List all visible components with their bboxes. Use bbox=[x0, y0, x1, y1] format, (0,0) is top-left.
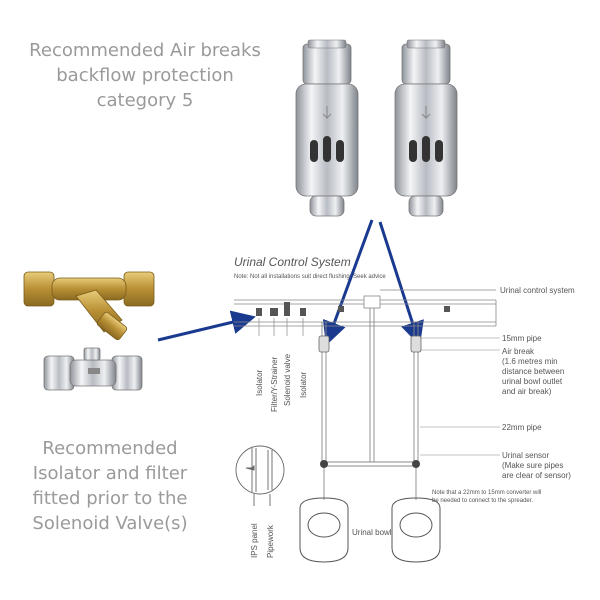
schematic-air-break-left bbox=[318, 335, 330, 353]
caption-line: Isolator and filter bbox=[32, 463, 188, 484]
caption-line: Solenoid Valve(s) bbox=[32, 513, 188, 534]
label-converter-note: Note that a 22mm to 15mm converter will … bbox=[432, 490, 541, 504]
label-line: (Make sure pipes bbox=[502, 461, 563, 470]
label-strainer: Filter/Y-Strainer bbox=[270, 356, 279, 412]
diagram-note: Note: Not all installations suit direct … bbox=[234, 274, 386, 280]
label-solenoid: Solenoid valve bbox=[283, 353, 292, 406]
supply-valves bbox=[256, 302, 450, 316]
y-strainer bbox=[23, 271, 155, 341]
label-leaders bbox=[420, 337, 500, 456]
label-line: and air break) bbox=[502, 387, 552, 396]
caption-line: backflow protection bbox=[56, 65, 234, 86]
diagram-title: Urinal Control System bbox=[234, 255, 351, 269]
arrow-to-isolator bbox=[157, 310, 256, 342]
arrow-to-air-break-left bbox=[322, 219, 374, 346]
valve-leaders bbox=[258, 318, 304, 336]
caption-line: Recommended Air breaks bbox=[29, 40, 261, 61]
air-break-valve-left bbox=[295, 39, 359, 217]
label-line: Urinal sensor bbox=[502, 451, 549, 460]
schematic-air-break-right bbox=[410, 335, 422, 353]
label-line: are clear of sensor) bbox=[502, 471, 571, 480]
sensor-right bbox=[412, 460, 420, 468]
label-line: be needed to connect to the spreader. bbox=[432, 498, 533, 504]
air-breaks-caption: Recommended Air breaks backflow protecti… bbox=[10, 38, 280, 113]
air-break-valve-right bbox=[394, 39, 458, 217]
urinal-bowl-right bbox=[391, 497, 441, 563]
caption-line: category 5 bbox=[96, 90, 194, 111]
label-control-system: Urinal control system bbox=[500, 286, 575, 295]
label-22mm-pipe: 22mm pipe bbox=[502, 423, 542, 432]
caption-line: Recommended bbox=[42, 438, 178, 459]
isolator-valve bbox=[43, 347, 143, 391]
label-ips-panel: IPS panel bbox=[250, 523, 259, 558]
label-line: Note that a 22mm to 15mm converter will bbox=[432, 490, 541, 496]
arrow-to-air-break-right bbox=[378, 221, 424, 346]
label-urinal-bowl: Urinal bowl bbox=[352, 528, 392, 537]
sensor-left bbox=[320, 460, 328, 468]
label-air-break: Air break (1.6 metres min distance betwe… bbox=[502, 347, 564, 396]
label-isolator-2: Isolator bbox=[299, 371, 308, 398]
label-urinal-sensor: Urinal sensor (Make sure pipes are clear… bbox=[502, 451, 571, 480]
label-pipework: Pipework bbox=[266, 524, 275, 558]
label-isolator-1: Isolator bbox=[255, 369, 264, 396]
label-line: Air break bbox=[502, 347, 535, 356]
label-line: distance between bbox=[502, 367, 564, 376]
ips-panel-detail bbox=[235, 445, 285, 506]
isolator-filter-caption: Recommended Isolator and filter fitted p… bbox=[10, 436, 210, 536]
label-line: urinal bowl outlet bbox=[502, 377, 563, 386]
label-line: (1.6 metres min bbox=[502, 357, 558, 366]
ceiling-panel bbox=[234, 289, 497, 327]
label-15mm-pipe: 15mm pipe bbox=[502, 334, 542, 343]
pipework-lines bbox=[321, 308, 419, 500]
urinal-bowl-left bbox=[299, 497, 349, 563]
caption-line: fitted prior to the bbox=[32, 488, 188, 509]
